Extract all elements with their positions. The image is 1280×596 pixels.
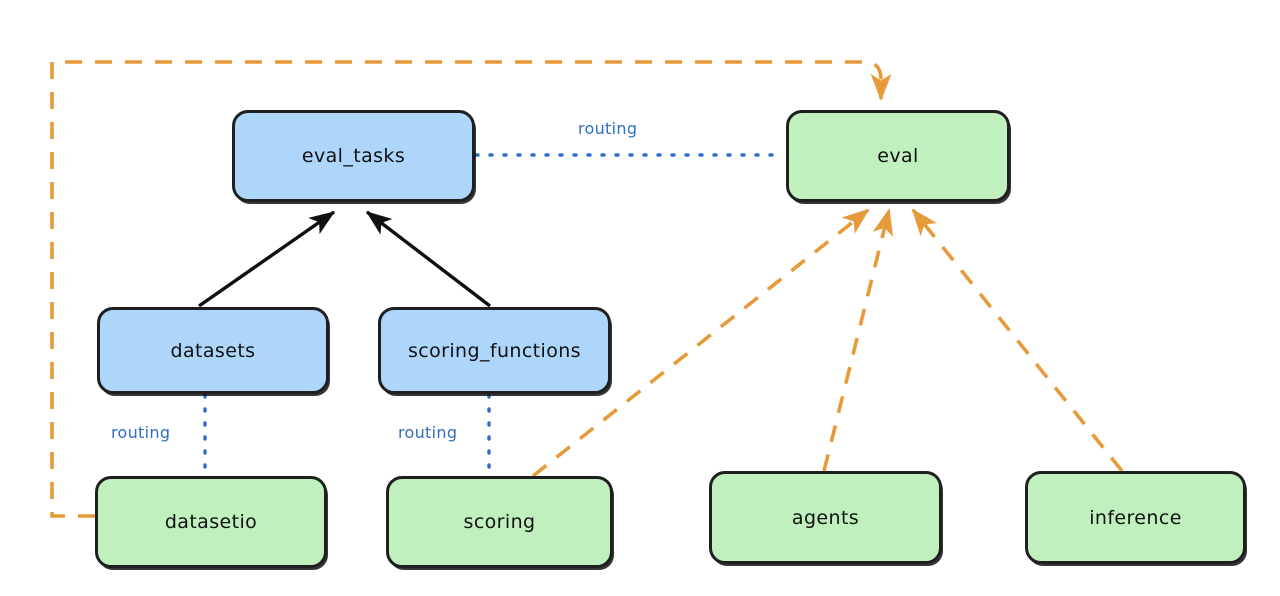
edge-label-routing-eval: routing (578, 119, 638, 138)
edge-agents-to-eval (822, 207, 894, 472)
edge-inference-to-eval (911, 208, 1124, 473)
edge-scoring_functions-to-eval_tasks (365, 210, 492, 308)
node-label: eval (877, 145, 919, 167)
node-label: datasetio (164, 511, 258, 533)
node-label: scoring (463, 511, 536, 533)
node-scoring[interactable]: scoring (386, 476, 613, 568)
edge-datasetio-to-eval (50, 60, 892, 518)
node-label: agents (791, 506, 860, 529)
edge-label-routing-datasetio: routing (111, 423, 171, 442)
node-label: datasets (170, 339, 256, 362)
node-inference[interactable]: inference (1025, 471, 1246, 564)
node-datasetio[interactable]: datasetio (95, 476, 327, 568)
node-label: eval_tasks (301, 145, 406, 167)
node-eval[interactable]: eval (786, 110, 1010, 202)
edge-label-routing-scoring: routing (398, 423, 458, 442)
node-scoring-functions[interactable]: scoring_functions (378, 307, 611, 394)
node-eval-tasks[interactable]: eval_tasks (232, 110, 475, 202)
node-label: inference (1089, 506, 1182, 529)
node-datasets[interactable]: datasets (97, 307, 329, 394)
node-label: scoring_functions (408, 339, 581, 362)
node-agents[interactable]: agents (709, 471, 942, 564)
edge-datasets-to-eval_tasks (198, 210, 336, 308)
edge-scoring-to-eval (531, 208, 870, 478)
